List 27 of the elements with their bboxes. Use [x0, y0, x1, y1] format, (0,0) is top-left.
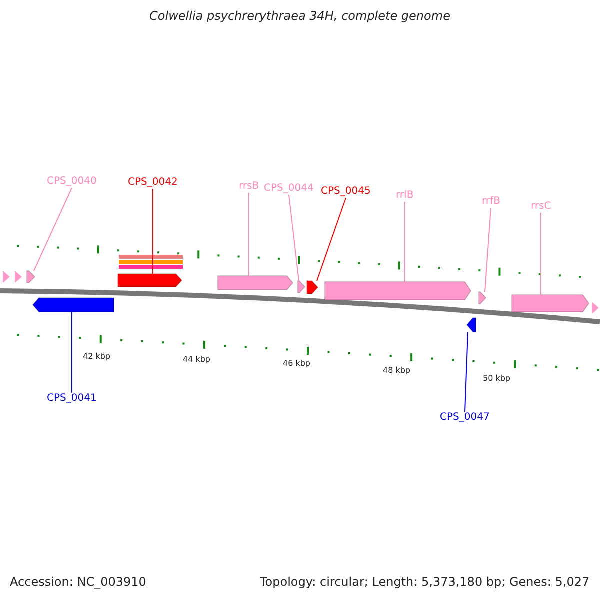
gene-label: rrfB — [482, 196, 500, 208]
leader-line — [316, 198, 346, 282]
leader-line — [248, 192, 250, 276]
gene-label: CPS_0047 — [440, 412, 490, 424]
leader-line — [34, 188, 72, 272]
accession-text: Accession: NC_003910 — [10, 576, 146, 588]
gene-label: rrlB — [396, 190, 414, 202]
gene-label: CPS_0045 — [321, 186, 371, 198]
leader-line — [152, 188, 154, 274]
gene-label: CPS_0040 — [47, 176, 97, 188]
leader-line — [540, 212, 542, 296]
leader-line — [404, 202, 406, 282]
scale-label: 48 kbp — [383, 365, 411, 377]
scale-label: 50 kbp — [483, 373, 511, 385]
scale-label: 42 kbp — [83, 351, 111, 363]
scale-label: 44 kbp — [183, 354, 211, 366]
leader-line — [464, 332, 468, 412]
gene-label: rrsB — [239, 181, 260, 193]
gene-label: CPS_0041 — [47, 393, 97, 405]
gene-label: rrsC — [531, 201, 552, 213]
leader-line — [484, 208, 492, 292]
scale-label: 46 kbp — [283, 358, 311, 370]
leader-line — [288, 194, 300, 282]
gene-label: CPS_0042 — [128, 177, 178, 189]
gene-label: CPS_0044 — [264, 183, 314, 195]
genome-summary: Topology: circular; Length: 5,373,180 bp; Genes: 5,027 — [260, 576, 590, 588]
diagram-title: Colwellia psychrerythraea 34H, complete genome — [148, 10, 452, 22]
